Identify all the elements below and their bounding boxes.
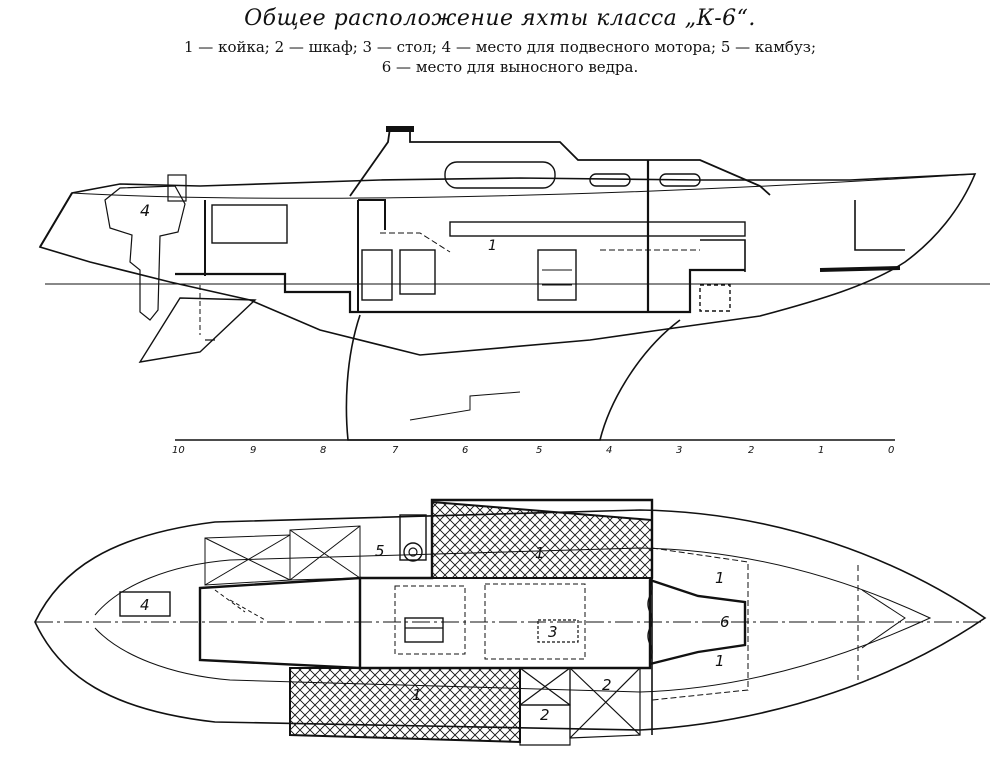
plan-label-locker-b: 2 bbox=[540, 706, 550, 724]
cabin-window-3 bbox=[659, 173, 701, 187]
berth-profile bbox=[449, 221, 746, 237]
plan-berth-port bbox=[431, 500, 653, 579]
cabin-window-2 bbox=[589, 173, 631, 187]
plan-label-berth-fwd-bot: 1 bbox=[715, 652, 725, 670]
station-ticks: 10 9 8 7 6 5 4 3 2 1 0 bbox=[172, 445, 894, 456]
station-label: 0 bbox=[888, 445, 894, 456]
plan-label-bucket: 6 bbox=[720, 613, 730, 631]
plan-label-berth-fwd-top: 1 bbox=[715, 569, 725, 587]
station-label: 6 bbox=[462, 445, 468, 456]
cabin-house bbox=[349, 127, 771, 197]
station-label: 5 bbox=[536, 445, 542, 456]
profile-label-berth: 1 bbox=[488, 238, 497, 254]
plan-view bbox=[34, 498, 987, 746]
station-label: 9 bbox=[250, 445, 256, 456]
plan-hull-outline bbox=[34, 509, 987, 731]
plan-label-galley: 5 bbox=[375, 542, 385, 560]
hull-outline bbox=[38, 173, 977, 356]
station-label: 1 bbox=[818, 445, 824, 456]
profile-label-motor: 4 bbox=[140, 201, 150, 220]
legend-line-1: 1 — койка; 2 — шкаф; 3 — стол; 4 — место… bbox=[183, 38, 817, 56]
outboard-motor-profile bbox=[104, 185, 186, 321]
plan-table bbox=[394, 585, 466, 655]
station-label: 4 bbox=[606, 445, 612, 456]
profile-view bbox=[38, 126, 990, 441]
legend-line-2: 6 — место для выносного ведра. bbox=[381, 58, 639, 76]
plan-label-motor: 4 bbox=[140, 596, 150, 614]
plan-label-table: 3 bbox=[548, 623, 558, 641]
cabin-window-1 bbox=[444, 161, 556, 189]
station-label: 2 bbox=[748, 445, 754, 456]
station-label: 7 bbox=[392, 445, 399, 456]
plan-label-locker-a: 2 bbox=[602, 676, 612, 694]
diagram-title: Общее расположение яхты класса „К-6“. bbox=[244, 6, 756, 31]
plan-label-berth-starboard: 1 bbox=[412, 686, 422, 704]
rudder bbox=[138, 297, 257, 363]
plan-berth-starboard bbox=[289, 667, 521, 744]
station-label: 8 bbox=[320, 445, 326, 456]
station-label: 3 bbox=[676, 445, 682, 456]
plan-locker bbox=[519, 667, 571, 706]
plan-galley-stove bbox=[399, 514, 427, 561]
plan-label-berth-port: 1 bbox=[535, 544, 545, 562]
station-label: 10 bbox=[172, 445, 185, 456]
plan-motor-well bbox=[119, 591, 171, 617]
